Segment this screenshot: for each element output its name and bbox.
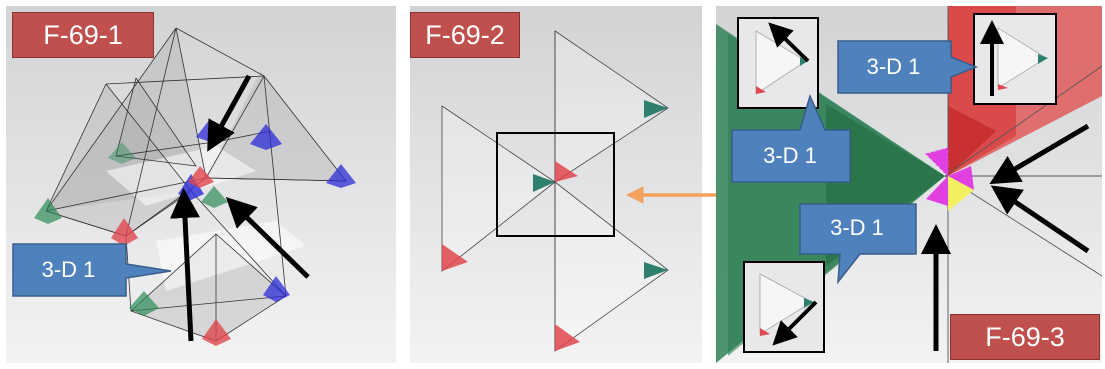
callout-3d1-top: 3-D 1 — [836, 39, 979, 99]
red-tip — [555, 324, 580, 351]
green-tip — [108, 142, 136, 164]
inset-top-right — [973, 13, 1057, 105]
black-arrow — [989, 123, 1090, 185]
orange-arrow — [626, 186, 719, 204]
inset-bottom-left — [743, 261, 825, 353]
callout-text: 3-D 1 — [830, 215, 884, 240]
teal-tip — [533, 174, 555, 192]
callout-text: 3-D 1 — [866, 54, 921, 79]
red-tip — [202, 319, 231, 346]
blue-tip — [326, 164, 356, 188]
callout-3d1-middle: 3-D 1 — [730, 93, 852, 186]
inset-top-left — [737, 17, 819, 109]
figure-label-f69-3: F-69-3 — [950, 314, 1100, 360]
figure-label-f69-1: F-69-1 — [12, 12, 154, 58]
callout-shape — [12, 243, 172, 297]
panel-f69-1: F-69-1 3-D 1 — [6, 6, 396, 363]
black-arrow — [207, 74, 252, 152]
black-arrow — [990, 185, 1090, 254]
callout-shape — [731, 93, 851, 183]
zoom-box — [496, 132, 615, 237]
callout-shape — [837, 40, 979, 94]
black-arrow — [225, 197, 310, 279]
callout-text: 3-D 1 — [763, 143, 817, 168]
callout-shape — [799, 203, 917, 285]
green-tip — [129, 291, 159, 316]
red-tip — [555, 161, 578, 182]
panel-f69-2: F-69-2 — [410, 6, 702, 363]
teal-tip — [644, 100, 668, 118]
teal-tip — [644, 262, 668, 279]
red-tip — [111, 218, 138, 246]
callout-3d1: 3-D 1 — [11, 242, 172, 302]
callout-text: 3-D 1 — [41, 257, 96, 282]
green-tip — [34, 198, 62, 224]
callout-3d1-lower: 3-D 1 — [798, 202, 918, 285]
black-arrow — [169, 188, 200, 342]
panel-f69-3: 3-D 1 3-D 1 3-D 1 F-69-3 — [716, 6, 1102, 363]
green-tip — [201, 186, 228, 208]
blue-tip — [250, 124, 282, 150]
red-tip — [442, 244, 468, 271]
figure-label-f69-2: F-69-2 — [410, 12, 520, 58]
pyramid-diagram — [6, 6, 396, 363]
red-tip — [188, 166, 214, 188]
blue-tip — [263, 276, 290, 302]
triangle-pattern-diagram — [410, 6, 702, 363]
